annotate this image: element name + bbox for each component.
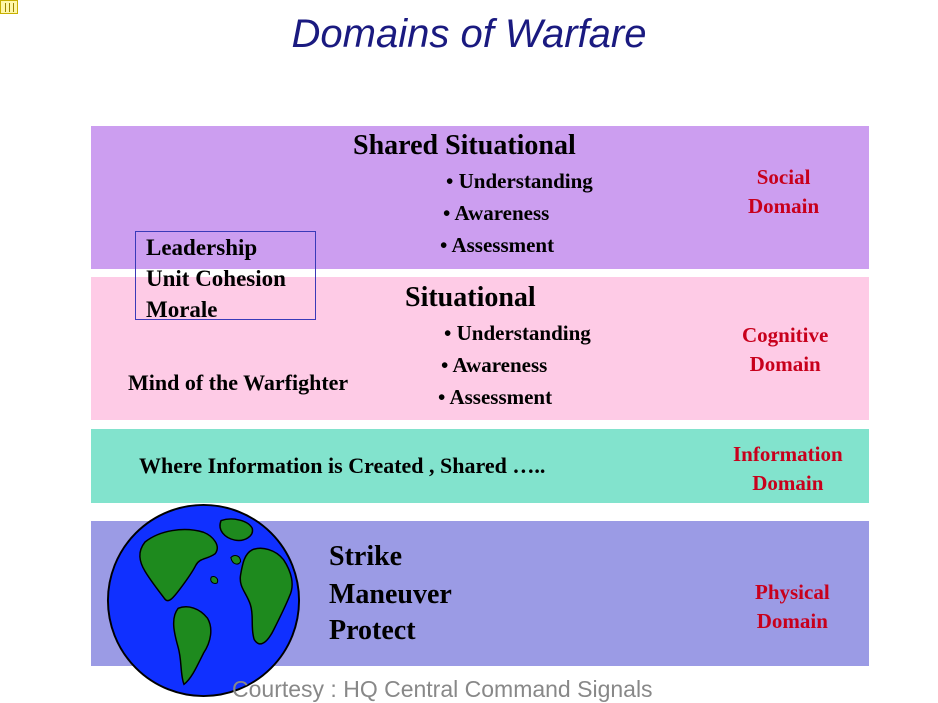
physical-item-protect: Protect <box>329 615 416 646</box>
mind-of-warfighter: Mind of the Warfighter <box>128 370 349 395</box>
social-bullet-assessment: • Assessment <box>440 233 555 257</box>
social-domain-band <box>91 126 869 269</box>
globe-icon <box>106 503 301 698</box>
cognitive-domain-line1: Cognitive <box>742 323 829 347</box>
slide-marker-icon <box>0 0 18 14</box>
social-heading: Shared Situational <box>353 130 576 161</box>
physical-item-strike: Strike <box>329 541 403 572</box>
courtesy-footer: Courtesy : HQ Central Command Signals <box>232 676 653 702</box>
cognitive-domain-label: Cognitive Domain <box>742 321 828 379</box>
information-domain-line1: Information <box>733 442 843 466</box>
cognitive-bullet-assessment: • Assessment <box>438 385 553 409</box>
social-bullet-awareness: • Awareness <box>443 201 550 225</box>
leadership-box: Leadership Unit Cohesion Morale <box>135 231 316 322</box>
morale-item: Morale <box>146 297 218 322</box>
information-text: Where Information is Created , Shared ….… <box>139 453 546 478</box>
cognitive-heading: Situational <box>405 282 536 313</box>
social-domain-label: Social Domain <box>748 163 819 221</box>
page-title: Domains of Warfare <box>291 12 647 56</box>
physical-domain-line2: Domain <box>756 609 828 633</box>
physical-item-maneuver: Maneuver <box>329 579 452 610</box>
social-bullet-understanding: • Understanding <box>446 169 593 193</box>
information-domain-line2: Domain <box>752 471 824 495</box>
information-domain-band <box>91 429 869 503</box>
physical-domain-line1: Physical <box>755 580 830 604</box>
cognitive-bullet-awareness: • Awareness <box>441 353 548 377</box>
social-domain-line1: Social <box>756 165 811 189</box>
cognitive-domain-line2: Domain <box>749 352 821 376</box>
leadership-item: Leadership <box>146 235 258 260</box>
cognitive-domain-band <box>91 277 869 420</box>
information-domain-label: Information Domain <box>733 440 843 498</box>
physical-domain-label: Physical Domain <box>755 578 830 636</box>
cognitive-bullet-understanding: • Understanding <box>444 321 591 345</box>
unit-cohesion-item: Unit Cohesion <box>146 266 286 291</box>
social-domain-line2: Domain <box>748 194 820 218</box>
